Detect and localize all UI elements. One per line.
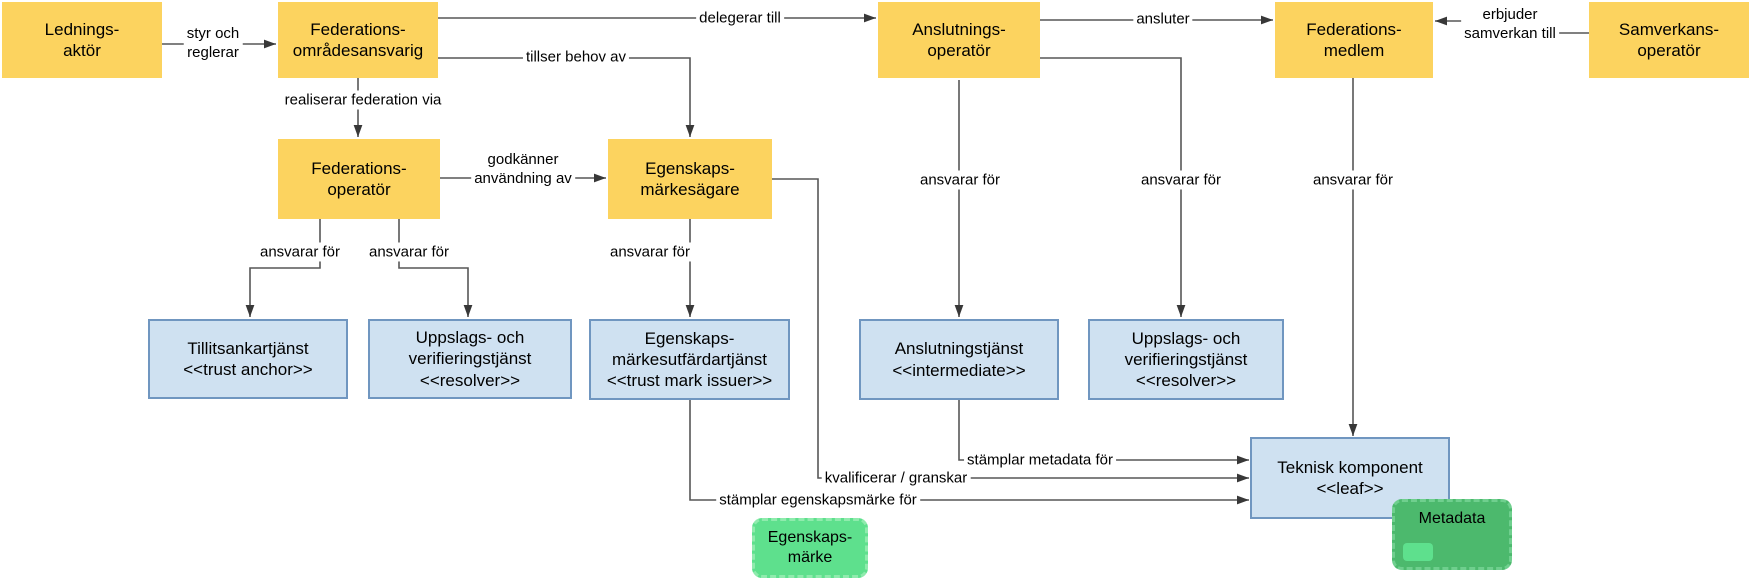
edge-ansvarar-for-tillitsankartjanst (245, 219, 321, 317)
edge-label-styr-och-reglerar: styr och reglerar (183, 23, 243, 63)
node-uppslags-verifieringstjanst-hoger: Uppslags- och verifieringstjänst <<resol… (1088, 319, 1284, 400)
node-metadata: Metadata (1392, 499, 1512, 570)
edge-ansvarar-for-uppslagstjanst-vanster (398, 219, 473, 317)
metadata-label: Metadata (1418, 510, 1486, 527)
edge-label-godkanner-anvandning-av: godkänner användning av (471, 149, 575, 189)
edge-label-ansvarar-for-1: ansvarar för (256, 242, 344, 262)
node-federationsoperator: Federations- operatör (278, 139, 440, 219)
node-ledningsaktor: Lednings- aktör (2, 2, 162, 78)
node-samverkansoperator: Samverkans- operatör (1589, 2, 1749, 78)
metadata-chip (1403, 543, 1433, 561)
edge-label-ansvarar-for-6: ansvarar för (1309, 170, 1397, 190)
edge-label-ansvarar-for-4: ansvarar för (916, 170, 1004, 190)
node-anslutningstjanst: Anslutningstjänst <<intermediate>> (859, 319, 1059, 400)
edge-label-stamplar-metadata-for: stämplar metadata för (964, 450, 1116, 470)
node-federationsomradesansvarig: Federations- områdesansvarig (278, 2, 438, 78)
node-uppslags-verifieringstjanst-vanster: Uppslags- och verifieringstjänst <<resol… (368, 319, 572, 399)
edge-label-tillser-behov-av: tillser behov av (522, 47, 630, 67)
node-federationsmedlem: Federations- medlem (1275, 2, 1433, 78)
edge-label-realiserar-federation-via: realiserar federation via (281, 90, 445, 110)
edge-label-ansvarar-for-5: ansvarar för (1137, 170, 1225, 190)
edge-label-ansvarar-for-2: ansvarar för (365, 242, 453, 262)
edge-label-ansluter: ansluter (1133, 9, 1193, 29)
edge-label-delegerar-till: delegerar till (696, 8, 784, 28)
edge-label-ansvarar-for-3: ansvarar för (606, 242, 694, 262)
edge-label-kvalificerar-granskar: kvalificerar / granskar (821, 468, 971, 488)
edge-label-stamplar-egenskapsmarke-for: stämplar egenskapsmärke för (716, 490, 920, 510)
node-egenskapsmarkesutfardartjanst: Egenskaps- märkesutfärdartjänst <<trust … (589, 319, 790, 400)
edge-label-erbjuder-samverkan-till: erbjuder samverkan till (1461, 4, 1559, 44)
node-tillitsankartjanst: Tillitsankartjänst <<trust anchor>> (148, 319, 348, 399)
node-egenskapsmarke: Egenskaps- märke (752, 518, 868, 578)
node-egenskapsmarkesagare: Egenskaps- märkesägare (608, 139, 772, 219)
edge-tillser-behov-av (438, 57, 695, 137)
node-anslutningsoperator: Anslutnings- operatör (878, 2, 1040, 78)
